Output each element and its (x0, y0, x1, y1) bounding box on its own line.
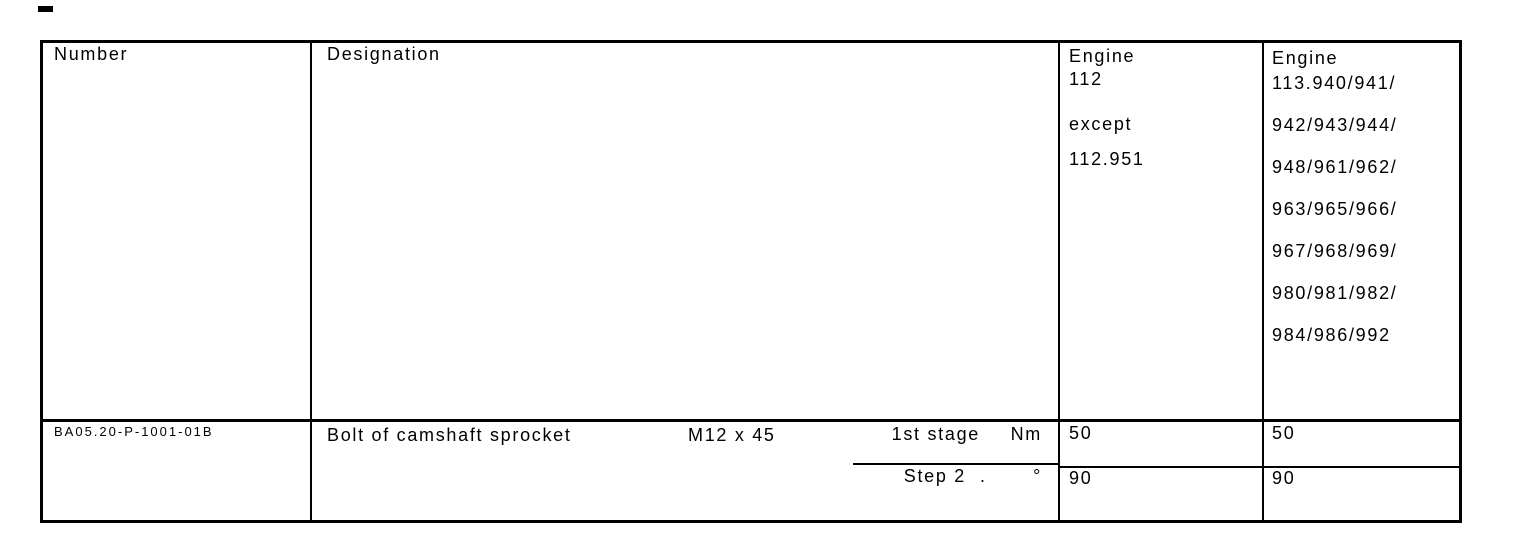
value-stage1-engine-112: 50 (1058, 419, 1262, 466)
stage-2-dot: . (980, 466, 987, 486)
torque-spec-table: Number Designation Engine 112 except 112… (40, 40, 1462, 523)
tightening-stages: 1st stage Nm Step 2 . ° (853, 422, 1058, 520)
stage-2-label: Step 2 (903, 466, 966, 486)
engine-113-line: 948/961/962/ (1272, 157, 1398, 177)
column-header-designation-label: Designation (327, 44, 441, 64)
designation-text: Bolt of camshaft sprocket (327, 425, 572, 445)
engine-113-line: 942/943/944/ (1272, 115, 1398, 135)
engine-113-line: 963/965/966/ (1272, 199, 1398, 219)
engine-113-line: 980/981/982/ (1272, 283, 1398, 303)
column-header-number: Number (43, 43, 310, 419)
engine-112-line: except (1069, 114, 1133, 134)
row-number-cell: BA05.20-P-1001-01B (43, 419, 310, 520)
stage-1-row: 1st stage Nm (853, 422, 1058, 463)
engine-112-line: 112 (1069, 69, 1103, 89)
engine-113-line: 984/986/992 (1272, 325, 1391, 345)
column-header-number-label: Number (54, 44, 129, 64)
column-header-engine-113: Engine 113.940/941/ 942/943/944/ 948/961… (1262, 43, 1459, 419)
ba-number: BA05.20-P-1001-01B (54, 424, 214, 439)
column-header-designation: Designation (310, 43, 1058, 419)
engine-112-line: Engine (1069, 46, 1136, 66)
page-corner-mark (38, 6, 53, 12)
stage-1-unit: Nm (1010, 424, 1042, 444)
engine-112-line: 112.951 (1069, 149, 1145, 169)
column-header-engine-112: Engine 112 except 112.951 (1058, 43, 1262, 419)
engine-113-line: 113.940/941/ (1272, 73, 1397, 93)
engine-113-line: Engine (1272, 48, 1339, 68)
stage-2-row: Step 2 . ° (853, 463, 1058, 486)
thread-size: M12 x 45 (688, 425, 776, 445)
value-stage2-engine-112: 90 (1058, 466, 1262, 520)
engine-113-line: 967/968/969/ (1272, 241, 1398, 261)
value-stage2-engine-113: 90 (1262, 466, 1459, 520)
value-stage1-engine-113: 50 (1262, 419, 1459, 466)
stage-2-degree-symbol: ° (1033, 466, 1042, 486)
row-designation-cell: Bolt of camshaft sprocket M12 x 45 1st s… (310, 419, 1058, 520)
stage-2-unit: . ° (966, 466, 1042, 486)
stage-1-label: 1st stage (891, 424, 980, 444)
